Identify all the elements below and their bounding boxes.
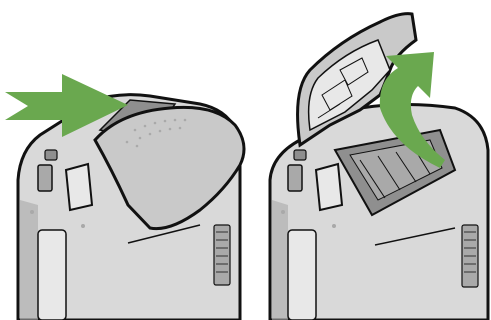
right-screw-1: [281, 210, 285, 214]
left-screw-2: [81, 224, 85, 228]
left-strap: [66, 164, 92, 210]
right-clip: [288, 165, 302, 191]
left-panel: [5, 74, 244, 320]
right-screw-2: [332, 224, 336, 228]
left-clip: [38, 165, 52, 191]
left-body-side-shade: [20, 200, 38, 320]
left-body-slot: [38, 230, 66, 320]
left-body-vent: [214, 225, 230, 285]
right-panel: [270, 14, 488, 320]
right-body-side-shade: [272, 200, 288, 320]
right-strap: [316, 164, 342, 210]
left-screw-1: [30, 210, 34, 214]
left-top-button: [45, 150, 57, 160]
right-body-slot: [288, 230, 316, 320]
right-top-button: [294, 150, 306, 160]
